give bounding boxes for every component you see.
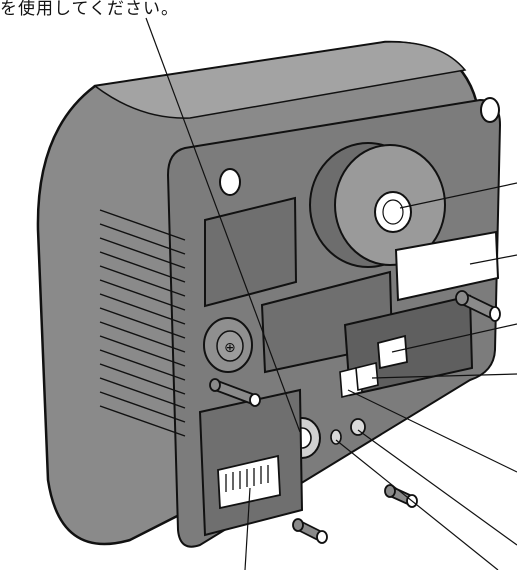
callout-line-connector <box>371 373 517 379</box>
side-vent <box>99 209 186 437</box>
dip-switch-levers <box>225 465 269 492</box>
callout-lines <box>145 17 517 571</box>
small-connector-2 <box>355 361 379 392</box>
peg-bottom-left <box>292 518 328 544</box>
callout-line-tripod <box>399 182 517 209</box>
mounting-hole-top-right <box>480 97 500 123</box>
mounting-hole-top-left <box>219 168 241 196</box>
tripod-socket-thread <box>382 199 404 225</box>
peg-right <box>455 290 501 322</box>
callout-line-jack-a <box>347 389 517 473</box>
white-label <box>394 230 500 302</box>
callout-line-jack-c <box>335 439 499 571</box>
recess-upper-left <box>204 196 298 308</box>
callout-line-lan <box>391 323 517 353</box>
callout-line-jack-b <box>357 429 517 546</box>
caption-text: を使用してください。 <box>0 0 179 19</box>
jack-round-a <box>350 418 366 436</box>
screw-slot-glyph: ⊕ <box>224 340 236 356</box>
jack-round-b <box>330 429 342 445</box>
callout-line-dip <box>244 487 251 571</box>
callout-line-label <box>469 254 517 265</box>
dip-switch-block <box>217 454 281 510</box>
camera-body-top-edge <box>93 41 467 119</box>
callout-line-large-port <box>145 17 301 433</box>
tripod-socket <box>374 191 412 233</box>
peg-left <box>209 378 261 407</box>
peg-bottom-middle <box>384 484 418 508</box>
screw-cover-inner <box>216 330 244 362</box>
